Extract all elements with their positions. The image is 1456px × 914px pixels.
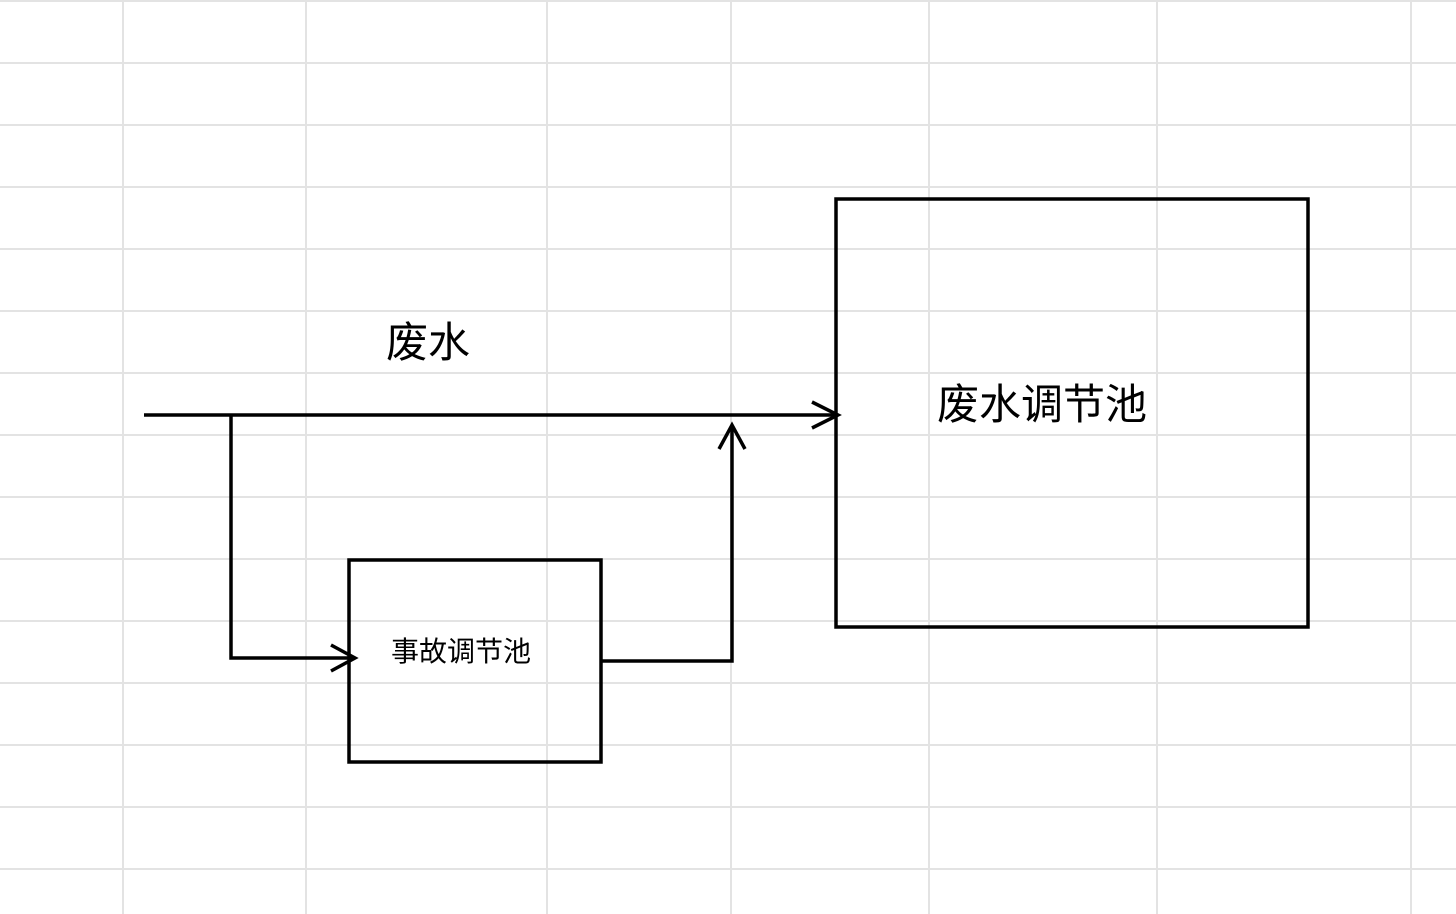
- branch-flow-line[interactable]: [229, 415, 355, 660]
- accident-tank-label: 事故调节池: [391, 635, 532, 668]
- return-flow-arrowhead-icon: [717, 421, 747, 450]
- return-flow-line[interactable]: [601, 425, 734, 663]
- main-flow-arrowhead-icon: [811, 400, 842, 430]
- wastewater-label: 废水: [386, 318, 471, 367]
- branch-flow-arrowhead-icon: [330, 643, 359, 673]
- regulating-tank-label: 废水调节池: [937, 380, 1148, 429]
- regulating-tank-box[interactable]: [834, 197, 1310, 629]
- accident-tank-box[interactable]: [347, 558, 603, 764]
